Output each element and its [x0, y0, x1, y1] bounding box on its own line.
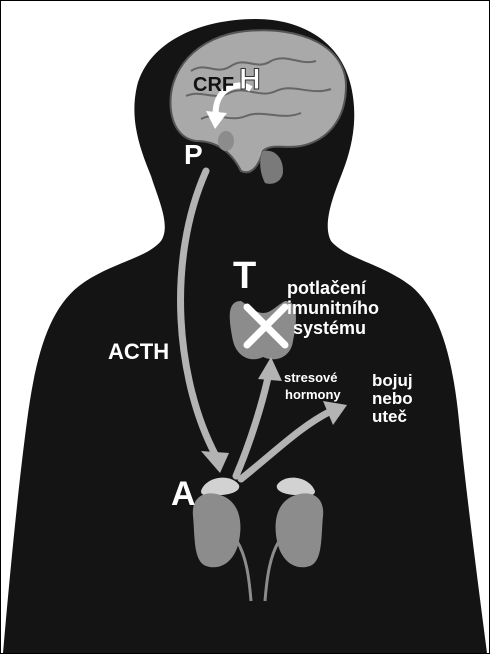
h-label: H [239, 63, 261, 96]
acth-label: ACTH [108, 339, 169, 364]
a-label: A [171, 475, 196, 513]
p-label: P [184, 139, 203, 170]
crf-label: CRF [193, 74, 234, 96]
t-label: T [233, 255, 256, 297]
pituitary-gland [218, 131, 234, 151]
